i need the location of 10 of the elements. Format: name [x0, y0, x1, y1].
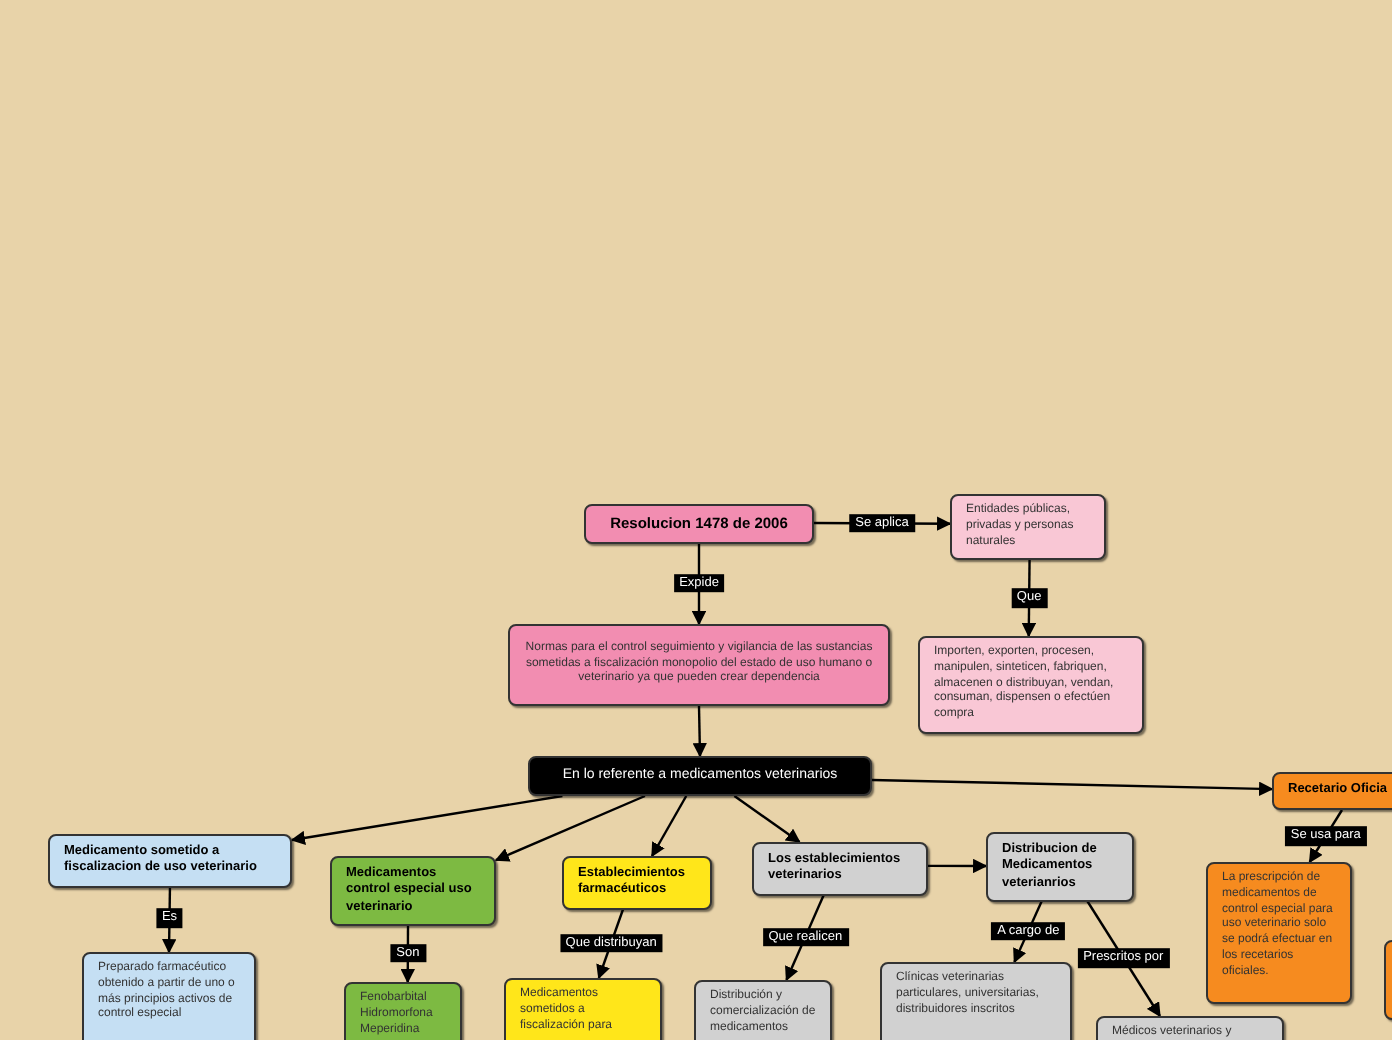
- arrow: [290, 794, 563, 846]
- arrow: [871, 778, 1274, 796]
- arrow: [400, 924, 415, 984]
- arrow: [692, 705, 707, 758]
- arrow: [1021, 560, 1037, 638]
- arrow: [928, 858, 988, 874]
- arrow: [650, 795, 688, 858]
- arrow: [733, 795, 801, 843]
- arrow: [494, 794, 646, 862]
- arrow: [162, 884, 177, 954]
